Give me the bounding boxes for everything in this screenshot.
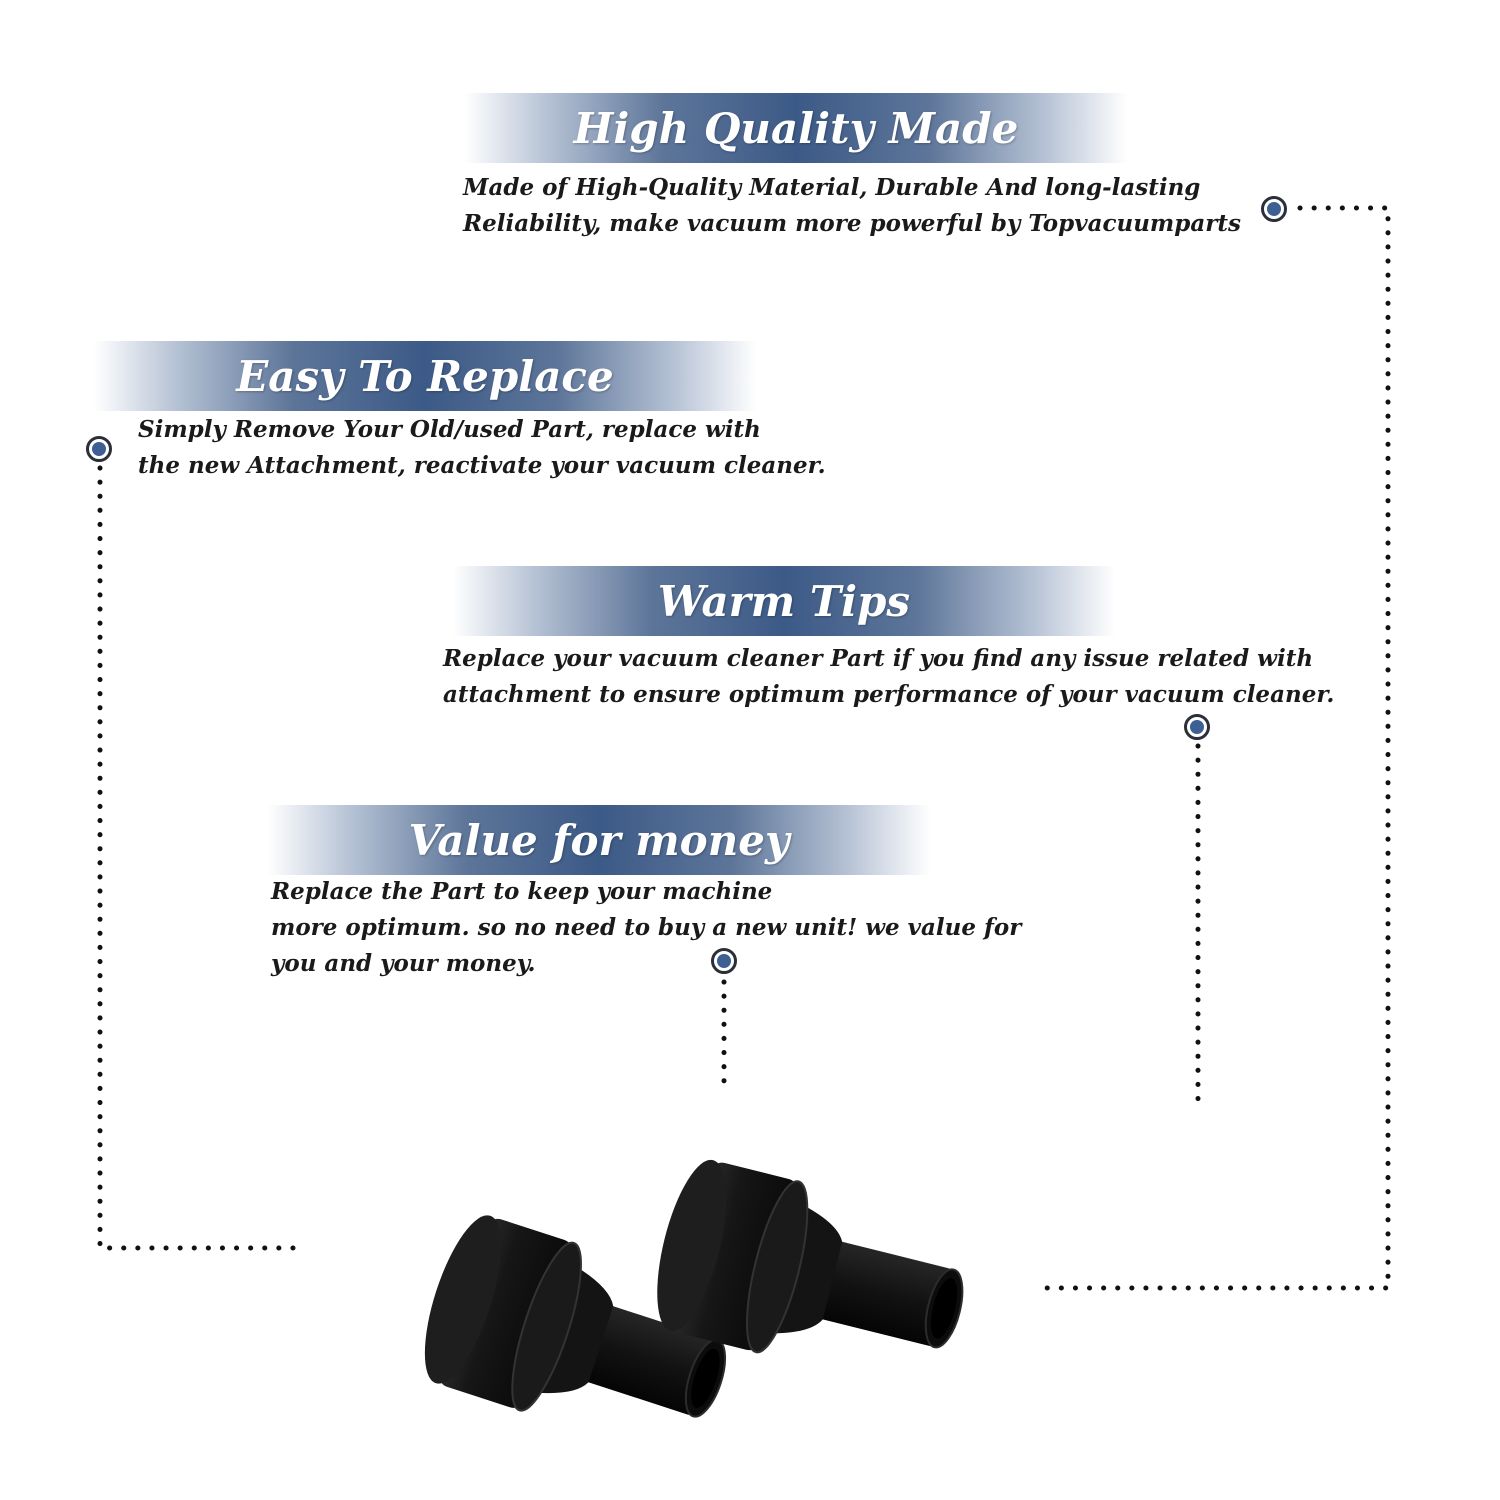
banner-value-title: Value for money — [408, 815, 790, 865]
banner-quality-title: High Quality Made — [573, 103, 1019, 153]
desc-tips: Replace your vacuum cleaner Part if you … — [443, 641, 1334, 713]
desc-quality-line-1: Made of High-Quality Material, Durable A… — [463, 174, 1201, 201]
adapter-left — [424, 1215, 727, 1418]
banner-replace-title: Easy To Replace — [236, 351, 614, 401]
banner-quality: High Quality Made — [465, 93, 1127, 163]
desc-tips-line-2: attachment to ensure optimum performance… — [443, 681, 1335, 708]
marker-value-icon — [711, 948, 737, 974]
desc-value: Replace the Part to keep your machine mo… — [271, 874, 1021, 982]
desc-replace: Simply Remove Your Old/used Part, replac… — [138, 412, 826, 484]
desc-replace-line-2: the new Attachment, reactivate your vacu… — [138, 452, 826, 479]
marker-replace-icon — [86, 436, 112, 462]
banner-value: Value for money — [268, 805, 930, 875]
desc-value-line-2: more optimum. so no need to buy a new un… — [271, 914, 1022, 941]
banner-tips: Warm Tips — [453, 566, 1115, 636]
marker-quality-icon — [1261, 196, 1287, 222]
connector-quality — [1035, 205, 1391, 1291]
banner-replace: Easy To Replace — [94, 341, 756, 411]
desc-value-line-3: you and your money. — [271, 950, 536, 977]
banner-tips-title: Warm Tips — [657, 576, 911, 626]
desc-replace-line-1: Simply Remove Your Old/used Part, replac… — [138, 416, 761, 443]
desc-tips-line-1: Replace your vacuum cleaner Part if you … — [443, 645, 1314, 672]
marker-tips-icon — [1184, 714, 1210, 740]
desc-quality-line-2: Reliability, make vacuum more powerful b… — [463, 210, 1241, 237]
desc-quality: Made of High-Quality Material, Durable A… — [463, 170, 1241, 242]
adapter-right — [657, 1159, 964, 1354]
desc-value-line-1: Replace the Part to keep your machine — [271, 878, 773, 905]
